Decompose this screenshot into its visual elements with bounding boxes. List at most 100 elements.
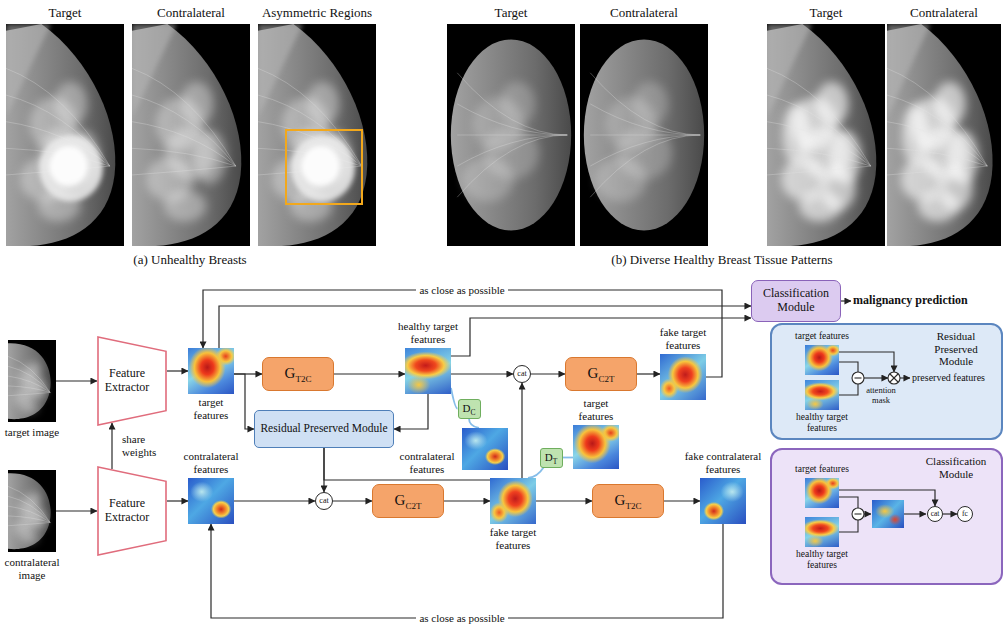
multiply-symbol [890,374,898,382]
inset-wire [900,377,910,378]
mammogram [447,24,575,246]
symbol-subscript: T2C [625,501,641,511]
image-background [132,24,250,246]
image-background [6,24,124,246]
output-arrow [840,300,851,301]
connector [444,500,490,501]
image-background [8,340,56,422]
image-background [887,24,1001,246]
input-image: contralateral image [8,470,56,552]
module-box: Classification Module [751,280,841,322]
tissue-strand [767,166,871,175]
dense-mass [302,146,340,186]
annotation: malignancy prediction [853,294,968,308]
annotation: preserved features [912,372,985,384]
feature-label: target features [780,331,864,342]
fibroglandular-tissue [462,157,513,201]
mammogram [258,24,376,246]
feature-label: contralateral features [396,450,458,475]
text-wrap: cat [319,496,328,505]
inset-wire [864,377,888,378]
connector [451,318,751,356]
connector [234,374,254,429]
symbol-letter: D [545,451,553,463]
tissue-strand [887,122,987,166]
connector [56,510,97,511]
box-text: Feature Extractor [102,367,152,395]
generator-box: GC2T [565,357,637,391]
module-box: Residual Preserved Module [254,410,394,448]
panel-fill [770,323,1003,440]
image-heading: Contralateral [610,6,678,21]
connector [56,380,97,381]
connector [563,457,574,459]
image-background [258,24,376,246]
tissue-strand [457,104,567,135]
feature-label: fake target features [651,326,715,351]
tissue-strand [590,104,700,135]
breast-tissue [584,40,704,231]
subtract-symbol [852,508,864,520]
feature-label: target features [186,396,236,421]
operator-text: fc [962,510,968,519]
multiply-symbol [888,372,900,384]
feature-map: healthy target features [805,517,839,547]
breast-tissue [767,24,876,246]
concat-circle: cat [927,506,943,522]
feature-label: healthy target features [786,412,858,434]
connector [528,468,544,479]
tissue-strand [132,95,236,166]
connector [167,370,188,371]
breast-tissue [8,473,51,549]
breast-tissue [258,24,367,246]
concat-circle: fc [957,506,973,522]
symbol-letter: G [285,365,296,381]
tissue-strand [132,166,236,175]
tissue-strand [8,392,50,395]
concat-circle: cat [513,365,531,383]
discriminator-box: DC [458,399,481,419]
feature-label: fake target features [481,526,545,551]
symbol-letter: G [615,492,626,508]
connector [211,524,723,618]
concat-circle: cat [315,492,333,510]
operator-text: cat [319,496,328,505]
feature-map: target features [188,348,234,394]
subtract-symbol [855,513,862,514]
symbol-letter: G [395,492,406,508]
fibroglandular-tissue [499,82,535,126]
tissue-strand [887,95,987,166]
dense-mass [291,135,355,202]
symbol-subscript: T [553,457,558,466]
mammogram-frame [8,470,56,552]
connector [334,373,405,374]
operator-text: cat [931,510,940,519]
fibroglandular-tissue [164,191,206,222]
image-caption: target image [1,426,63,439]
mammogram [8,340,56,422]
inset-wire [864,513,871,514]
symbol-letter: G [588,365,599,381]
fibroglandular-tissue [782,104,810,166]
box-text: Classification Module [756,287,836,315]
text-wrap: Classification Module [756,287,836,315]
tissue-strand [767,122,871,166]
fibroglandular-tissue [820,166,855,210]
subtract-symbol [855,377,862,378]
image-background [580,24,708,246]
tissue-strand [132,148,236,166]
panel-caption: (b) Diverse Healthy Breast Tissue Patter… [611,253,832,268]
mammogram [580,24,708,246]
symbol-letter: D [463,402,471,414]
inset-wire [904,513,926,514]
feature-label: contralateral features [178,450,244,475]
mammogram [6,24,124,246]
mammogram-frame [8,340,56,422]
connector [469,419,479,429]
input-image: target image [8,340,56,422]
operator-text: cat [517,369,526,378]
tissue-strand [8,496,50,522]
fibroglandular-tissue [632,82,668,126]
text-wrap: Feature Extractor [102,367,152,395]
mammogram [8,470,56,552]
